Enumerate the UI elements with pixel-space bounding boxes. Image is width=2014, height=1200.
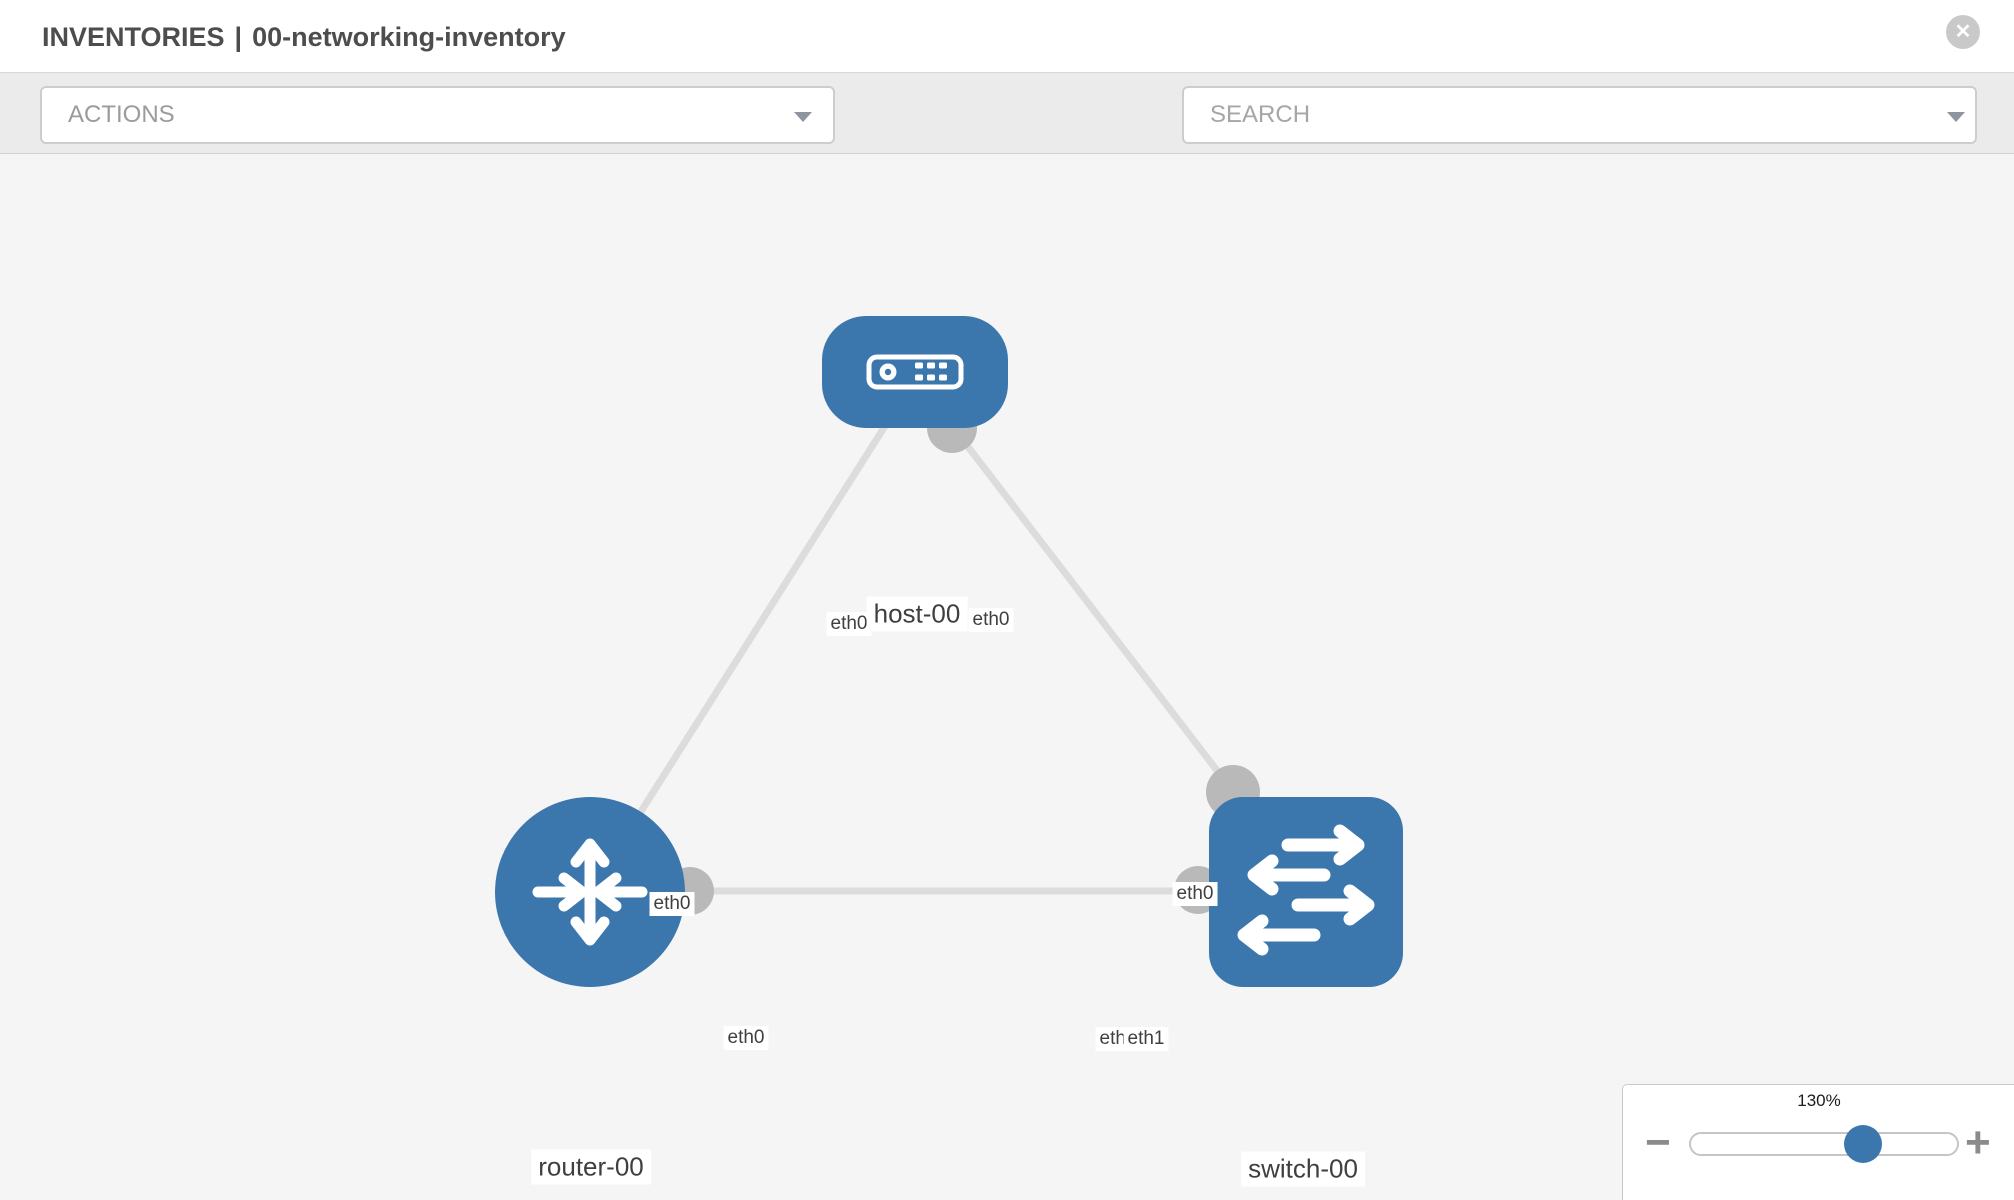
- port-label-router-right: eth0: [723, 1026, 769, 1050]
- page-title-section: INVENTORIES: [42, 22, 225, 52]
- port-label-switch-left: eth1: [1123, 1027, 1169, 1051]
- search-placeholder: SEARCH: [1210, 101, 1311, 128]
- close-button[interactable]: ✕: [1946, 15, 1980, 49]
- link-lines: [587, 423, 1306, 895]
- search-input[interactable]: SEARCH: [1182, 86, 1977, 144]
- page-title: INVENTORIES | 00-networking-inventory: [42, 0, 566, 72]
- actions-dropdown[interactable]: ACTIONS: [40, 86, 835, 144]
- node-label-switch: switch-00: [1241, 1151, 1365, 1187]
- node-host[interactable]: [822, 316, 1008, 428]
- zoom-slider-handle[interactable]: [1844, 1125, 1882, 1163]
- actions-dropdown-label: ACTIONS: [68, 101, 175, 128]
- zoom-out-button[interactable]: −: [1645, 1118, 1671, 1167]
- node-label-host: host-00: [866, 596, 968, 632]
- switch-icon: [1237, 824, 1375, 956]
- interface-ports: [666, 403, 1260, 915]
- port-label-switch-top: eth0: [1172, 882, 1218, 906]
- topology-canvas[interactable]: host-00 router-00 switch-00 eth0 eth0 et…: [0, 154, 2014, 1200]
- toolbar: ACTIONS SEARCH: [0, 73, 2014, 202]
- zoom-slider-track[interactable]: [1689, 1132, 1959, 1156]
- close-icon: ✕: [1954, 21, 1972, 43]
- topology-graph: [495, 316, 1403, 987]
- zoom-widget: 130% − +: [1622, 1084, 2014, 1200]
- chevron-down-icon: [1947, 112, 1965, 122]
- node-router[interactable]: [495, 797, 685, 987]
- link-host-switch[interactable]: [949, 423, 1255, 819]
- page-title-item: 00-networking-inventory: [252, 22, 566, 52]
- zoom-in-button[interactable]: +: [1965, 1118, 1991, 1167]
- port-label-host-left: eth0: [826, 612, 872, 636]
- router-icon: [532, 838, 648, 946]
- host-icon: [866, 354, 964, 390]
- port-label-host-right: eth0: [968, 608, 1014, 632]
- chevron-down-icon: [794, 112, 812, 122]
- header-bar: INVENTORIES | 00-networking-inventory ✕: [0, 0, 2014, 73]
- port-label-router-top: eth0: [649, 892, 695, 916]
- node-label-router: router-00: [531, 1149, 651, 1185]
- node-switch[interactable]: [1209, 797, 1403, 987]
- page-title-separator: |: [234, 22, 243, 52]
- zoom-level: 130%: [1797, 1091, 1841, 1110]
